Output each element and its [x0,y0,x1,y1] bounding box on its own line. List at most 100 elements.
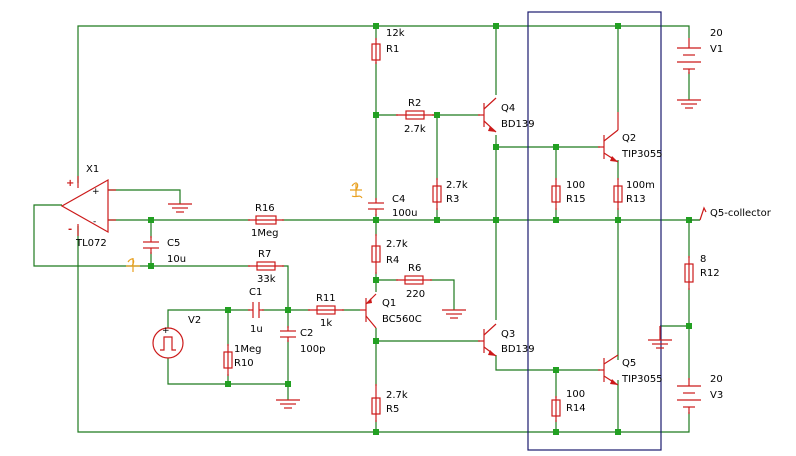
junction [615,429,621,435]
opamp-X1[interactable]: + - + - X1 TL072 [60,164,116,249]
resistor-R11[interactable]: R11 1k [308,293,344,329]
R3-value: 2.7k [446,180,468,191]
junction [434,112,440,118]
X1-supply-minus: - [68,224,72,235]
R2-ref: R2 [408,98,421,109]
V2-plus: + [162,326,170,336]
R11-value: 1k [320,318,332,329]
probe-marker-icon[interactable] [126,258,140,272]
junction [686,323,692,329]
battery-V1[interactable]: 20 V1 [677,28,723,74]
transistor-Q4[interactable]: Q4 BD139 [478,97,535,133]
Q3-model: BD139 [501,344,535,355]
resistor-R5[interactable]: 2.7k R5 [371,384,408,422]
resistor-R13[interactable]: 100m R13 [613,178,655,210]
net-label-text: Q5-collector [710,208,772,219]
junction [615,217,621,223]
resistor-R2[interactable]: R2 2.7k [396,98,434,135]
junction [434,217,440,223]
C4-value: 100u [392,208,417,219]
R7-value: 33k [257,274,276,285]
junction [225,307,231,313]
resistor-R4[interactable]: 2.7k R4 [371,234,408,274]
junction [493,217,499,223]
junction [225,381,231,387]
R4-ref: R4 [386,255,399,266]
transistor-Q2[interactable]: Q2 TIP3055 [598,112,663,163]
R1-value: 12k [386,28,405,39]
Q2-ref: Q2 [622,133,636,144]
resistor-R14[interactable]: 100 R14 [551,389,586,422]
junctions [148,23,692,435]
X1-ref: X1 [86,164,99,175]
junction [553,429,559,435]
R6-ref: R6 [408,263,421,274]
capacitor-C1[interactable]: C1 1u [248,287,264,335]
junction [373,277,379,283]
resistor-R6[interactable]: R6 220 [396,263,432,300]
transistor-Q1[interactable]: Q1 BC560C [360,293,422,329]
R7-ref: R7 [258,249,271,260]
junction [373,338,379,344]
R10-value: 1Meg [234,344,262,355]
wires [33,25,700,433]
resistor-R7[interactable]: R7 33k [248,249,284,285]
resistor-R15[interactable]: 100 R15 [551,178,586,210]
resistor-R10[interactable]: 1Meg R10 [223,344,262,376]
junction [285,307,291,313]
ground-icon [648,326,672,349]
R6-value: 220 [406,289,425,300]
junction [373,112,379,118]
V3-ref: V3 [710,390,723,401]
R15-ref: R15 [566,194,586,205]
C2-ref: C2 [300,328,313,339]
R12-ref: R12 [700,268,720,279]
R14-ref: R14 [566,403,586,414]
V1-value: 20 [710,28,723,39]
R13-value: 100m [626,180,655,191]
X1-plus-pin: + [92,187,100,197]
R2-value: 2.7k [404,124,426,135]
pulse-source-V2[interactable]: + V2 [152,315,201,359]
V3-value: 20 [710,374,723,385]
R1-ref: R1 [386,44,399,55]
C1-ref: C1 [249,287,262,298]
capacitor-C5[interactable]: C5 10u [143,236,186,265]
R5-value: 2.7k [386,390,408,401]
resistor-R12[interactable]: 8 R12 [684,254,720,290]
R16-ref: R16 [255,203,275,214]
probe-marker-icon[interactable] [350,182,363,199]
battery-V3[interactable]: 20 V3 [677,374,723,414]
capacitor-C4[interactable]: C4 100u [368,194,417,219]
X1-supply-plus: + [66,178,74,189]
junction [493,144,499,150]
C2-value: 100p [300,344,325,355]
junction [373,217,379,223]
R4-value: 2.7k [386,239,408,250]
resistor-R3[interactable]: 2.7k R3 [432,178,468,210]
ground-icon [276,399,300,409]
junction [373,23,379,29]
ground-icon [442,309,466,319]
X1-model: TL072 [75,238,107,249]
R13-ref: R13 [626,194,646,205]
R14-value: 100 [566,389,585,400]
transistor-Q3[interactable]: Q3 BD139 [478,323,535,357]
ground-icon [677,99,701,109]
junction [553,217,559,223]
X1-minus-pin: - [93,217,96,227]
junction [493,23,499,29]
junction [148,263,154,269]
Q1-ref: Q1 [382,298,396,309]
C5-value: 10u [167,254,186,265]
C4-ref: C4 [392,194,405,205]
Q2-model: TIP3055 [621,149,663,160]
capacitor-C2[interactable]: C2 100p [280,326,325,355]
junction [285,381,291,387]
resistor-R1[interactable]: 12k R1 [371,28,405,64]
Q5-ref: Q5 [622,358,636,369]
resistor-R16[interactable]: R16 1Meg [248,203,284,239]
net-label-q5-collector[interactable]: Q5-collector [690,206,772,221]
R12-value: 8 [700,254,706,265]
transistor-Q5[interactable]: Q5 TIP3055 [598,354,663,386]
